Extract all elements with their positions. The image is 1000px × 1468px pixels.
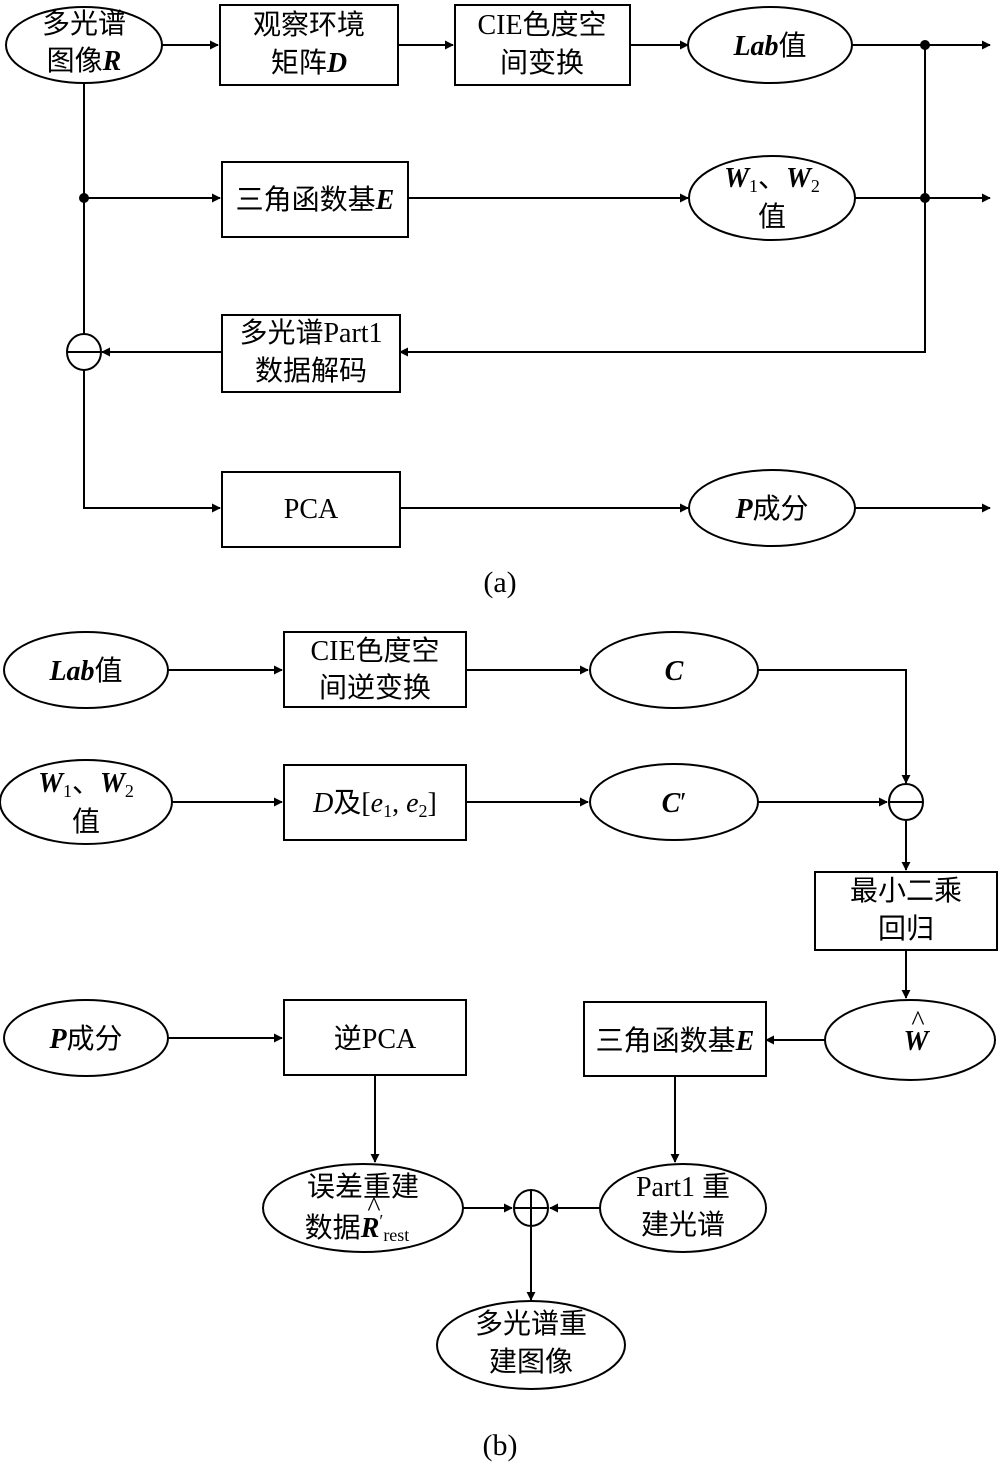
junction-dot xyxy=(920,193,930,203)
node-label: P成分 xyxy=(48,1023,122,1055)
node-subtract-op xyxy=(66,333,102,371)
node-label: 三角函数基E xyxy=(596,1025,755,1057)
edge-subtract-to-pca xyxy=(83,370,221,513)
node-p-components: P成分 xyxy=(688,469,856,547)
node-label: 逆PCA xyxy=(334,1023,417,1055)
node-label: W1、W2 xyxy=(724,163,820,196)
panel-b-caption: (b) xyxy=(483,1429,518,1462)
panel-a-edges xyxy=(79,40,991,513)
node-label: W xyxy=(904,1026,931,1057)
node-trig-basis: 三角函数基E xyxy=(221,161,409,238)
node-multispectral-image: 多光谱 图像R xyxy=(5,6,163,84)
node-viewing-matrix: 观察环境 矩阵D xyxy=(219,4,399,86)
node-label: 多光谱Part1 xyxy=(239,317,382,349)
junction-dot xyxy=(79,193,89,203)
node-label: P成分 xyxy=(734,493,808,525)
node-cie-inverse: CIE色度空 间逆变换 xyxy=(283,631,467,708)
node-c-prime: C′ xyxy=(589,763,759,841)
node-subtract-op xyxy=(888,783,924,821)
node-add-op xyxy=(513,1189,549,1227)
node-label: 三角函数基E xyxy=(236,184,395,216)
edge-c-to-subtract xyxy=(758,669,911,784)
node-lab-values: Lab值 xyxy=(3,631,169,709)
node-d-and-e: D及[e1, e2] xyxy=(283,764,467,841)
node-label: Lab值 xyxy=(732,30,806,62)
node-label: 回归 xyxy=(878,913,934,945)
node-w-values: W1、W2 值 xyxy=(688,155,856,241)
node-label: D及[e1, e2] xyxy=(312,788,437,821)
hat-accent: ^ xyxy=(911,1006,924,1037)
node-least-squares: 最小二乘 回归 xyxy=(814,871,998,951)
node-c: C xyxy=(589,631,759,709)
hat-accent: ^ xyxy=(367,1192,380,1223)
node-label: 数据R′rest xyxy=(305,1211,410,1245)
node-label: 建图像 xyxy=(489,1346,573,1378)
node-label: 矩阵D xyxy=(271,47,347,79)
junction-dot xyxy=(920,40,930,50)
node-label: CIE色度空 xyxy=(477,9,606,41)
node-label: Part1 重 xyxy=(636,1171,730,1203)
node-label: 数据解码 xyxy=(255,355,367,387)
node-reconstructed-image: 多光谱重 建图像 xyxy=(436,1300,626,1390)
node-error-reconstruction: 误差重建 数据R′rest ^ xyxy=(262,1163,464,1253)
node-label: 多光谱 xyxy=(42,8,126,40)
node-part1-decode: 多光谱Part1 数据解码 xyxy=(221,314,401,393)
panel-a-caption: (a) xyxy=(483,566,516,599)
node-label: C′ xyxy=(662,788,687,819)
panel-a: 多光谱 图像R 观察环境 矩阵D CIE色度空 间变换 Lab值 三角函数基E … xyxy=(5,4,991,599)
node-label: 值 xyxy=(72,806,100,838)
node-label: 图像R xyxy=(47,45,122,77)
node-label: 间逆变换 xyxy=(319,672,431,704)
node-pca: PCA xyxy=(221,471,401,548)
node-label: 建光谱 xyxy=(641,1209,725,1241)
node-label: C xyxy=(665,656,684,687)
node-cie-transform: CIE色度空 间变换 xyxy=(454,4,631,86)
node-label: 多光谱重 xyxy=(475,1308,587,1340)
node-lab-values: Lab值 xyxy=(687,6,853,84)
edge-feedback-to-decode xyxy=(399,45,926,357)
node-label: PCA xyxy=(284,494,339,525)
node-w-hat: W ^ xyxy=(824,999,996,1081)
node-label: 误差重建 xyxy=(307,1171,419,1203)
node-w-values: W1、W2 值 xyxy=(0,759,173,845)
panel-b: Lab值 CIE色度空 间逆变换 C W1、W2 值 D及[e1, e2] C′ xyxy=(0,631,998,1462)
node-label: CIE色度空 xyxy=(310,635,439,667)
node-label: W1、W2 xyxy=(38,768,134,801)
node-trig-basis: 三角函数基E xyxy=(583,1001,767,1077)
node-label: Lab值 xyxy=(48,655,122,687)
node-label: 间变换 xyxy=(500,47,584,79)
node-label: 值 xyxy=(758,201,786,233)
node-label: 观察环境 xyxy=(253,9,365,41)
node-label: 最小二乘 xyxy=(850,875,962,907)
node-inverse-pca: 逆PCA xyxy=(283,999,467,1076)
node-part1-spectrum: Part1 重 建光谱 xyxy=(599,1163,767,1253)
node-p-components: P成分 xyxy=(3,999,169,1077)
panel-b-edges xyxy=(168,665,911,1301)
